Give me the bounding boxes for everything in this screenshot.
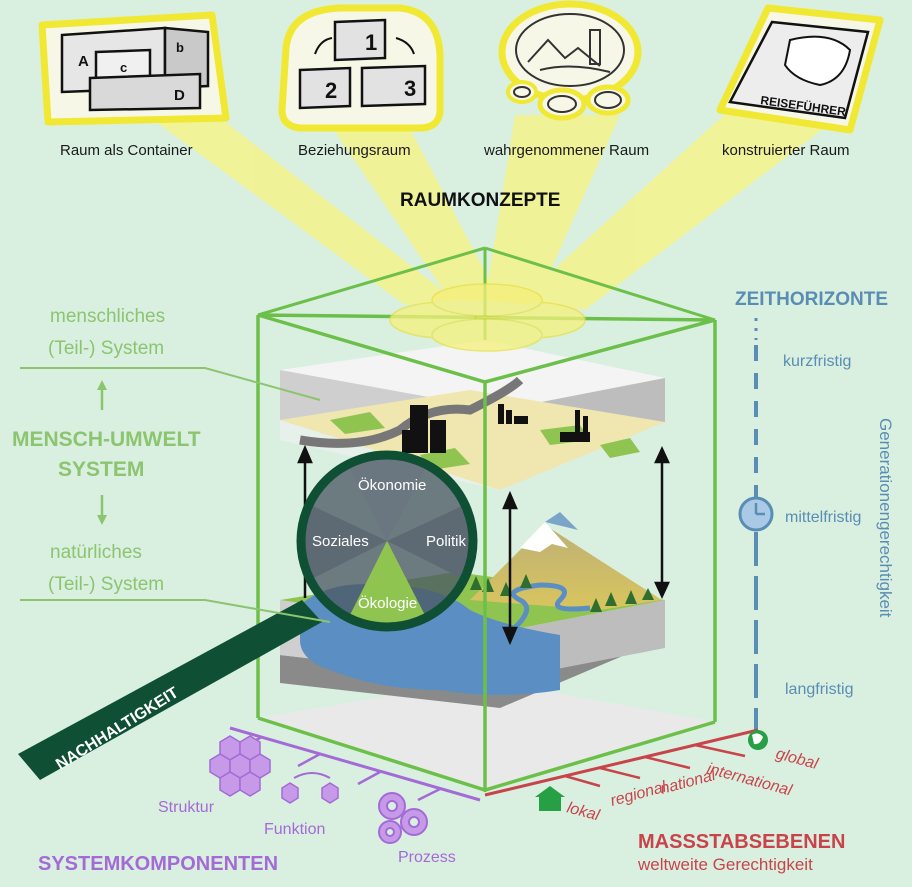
komponente-funktion: Funktion bbox=[264, 821, 325, 838]
zeithorizonte-heading: ZEITHORIZONTE bbox=[735, 289, 888, 310]
quadrant-soziales: Soziales bbox=[312, 533, 369, 550]
generationengerechtigkeit-label: Generationengerechtigkeit bbox=[876, 418, 895, 618]
container-letter-c: c bbox=[120, 60, 127, 75]
systemkomponenten-heading: SYSTEMKOMPONENTEN bbox=[38, 853, 278, 875]
struktur-hexagon-icon bbox=[209, 735, 271, 797]
relation-number-3: 3 bbox=[404, 76, 416, 101]
relation-number-2: 2 bbox=[325, 78, 337, 103]
container-letter-d: D bbox=[174, 87, 185, 104]
raumkonzepte-heading: RAUMKONZEPTE bbox=[400, 190, 560, 211]
massstabsebenen-heading: MASSSTABSEBENEN bbox=[638, 831, 845, 853]
komponente-prozess: Prozess bbox=[398, 849, 456, 866]
massstabsebenen-subheading: weltweite Gerechtigkeit bbox=[637, 855, 813, 874]
relation-number-1: 1 bbox=[365, 30, 377, 55]
magnifier: NACHHALTIGKEIT Ökonomie Soziales Politik… bbox=[18, 450, 478, 780]
concept-label-beziehungsraum: Beziehungsraum bbox=[298, 142, 411, 159]
komponente-struktur: Struktur bbox=[158, 799, 215, 816]
zeit-mittelfristig: mittelfristig bbox=[785, 509, 861, 526]
concept-label-container: Raum als Container bbox=[60, 142, 193, 159]
cube-top-light bbox=[389, 283, 586, 352]
container-blocks-icon: A b c D bbox=[38, 11, 230, 126]
human-system-line2: (Teil-) System bbox=[48, 338, 164, 359]
zeit-langfristig: langfristig bbox=[785, 681, 853, 698]
clock-icon bbox=[738, 496, 774, 532]
concept-label-wahrgenommen: wahrgenommener Raum bbox=[483, 142, 649, 159]
scale-international: international bbox=[705, 760, 794, 799]
concept-label-konstruiert: konstruierter Raum bbox=[722, 142, 850, 159]
quadrant-politik: Politik bbox=[426, 533, 467, 550]
natural-system-line1: natürliches bbox=[50, 542, 142, 563]
scale-lokal: lokal bbox=[565, 799, 602, 824]
container-letter-a: A bbox=[78, 53, 89, 70]
relation-blocks-icon: 1 2 3 bbox=[278, 4, 444, 132]
home-icon bbox=[535, 786, 565, 811]
travel-guide-map-icon: REISEFÜHRER bbox=[716, 4, 884, 134]
globe-icon bbox=[748, 730, 768, 750]
mensch-umwelt-line1: MENSCH-UMWELT bbox=[12, 428, 201, 451]
thought-bubble-icon bbox=[498, 0, 642, 121]
quadrant-oekonomie: Ökonomie bbox=[358, 476, 426, 494]
quadrant-oekologie: Ökologie bbox=[358, 594, 417, 612]
container-letter-b: b bbox=[176, 40, 184, 55]
funktion-hexagon-icon bbox=[281, 772, 339, 804]
zeithorizonte-panel: ZEITHORIZONTE kurzfristig mittelfristig … bbox=[735, 289, 895, 735]
natural-system-line2: (Teil-) System bbox=[48, 574, 164, 595]
scale-global: global bbox=[774, 745, 820, 773]
mensch-umwelt-panel: menschliches (Teil-) System MENSCH-UMWEL… bbox=[12, 306, 331, 623]
mensch-umwelt-line2: SYSTEM bbox=[58, 458, 144, 481]
prozess-gear-icon bbox=[378, 792, 428, 844]
systemkomponenten-panel: Struktur Funktion Prozess SYSTEMKOMPONEN… bbox=[38, 726, 481, 875]
human-system-line1: menschliches bbox=[50, 306, 165, 327]
zeit-kurzfristig: kurzfristig bbox=[783, 353, 851, 370]
